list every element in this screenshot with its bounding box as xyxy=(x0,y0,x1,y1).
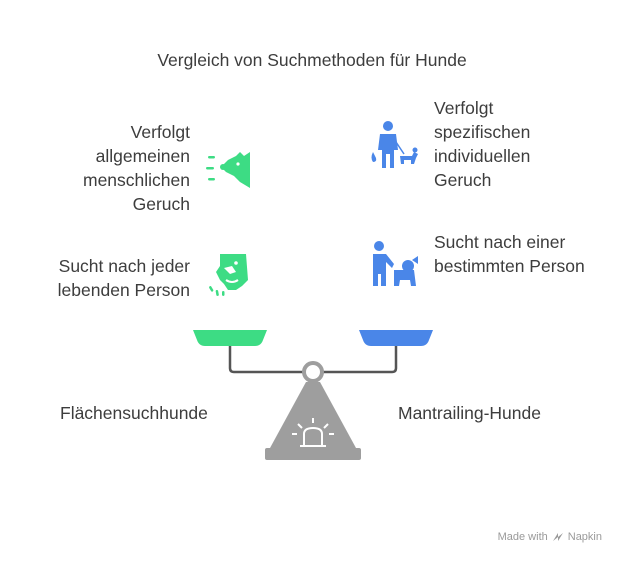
footer-brand: Napkin xyxy=(567,531,602,543)
dog-head-icon xyxy=(206,250,254,303)
napkin-logo-icon xyxy=(552,531,564,543)
left-item-2-text: Sucht nach jeder lebenden Person xyxy=(57,256,190,300)
right-pan xyxy=(359,330,433,346)
footer: Made with Napkin xyxy=(498,531,602,543)
right-item-1-text: Verfolgt spezifischen individuellen Geru… xyxy=(434,98,531,190)
footer-made-with: Made with xyxy=(497,531,548,543)
siren-icon xyxy=(292,418,334,447)
scale-foot xyxy=(265,448,361,460)
right-side-label: Mantrailing-Hunde xyxy=(398,403,541,423)
left-pan xyxy=(193,330,267,346)
left-item-1-text: Verfolgt allgemeinen menschlichen Geruch xyxy=(83,122,190,214)
left-side-label: Flächensuchhunde xyxy=(60,403,208,423)
scale-base xyxy=(270,382,356,448)
dog-sniffing-icon xyxy=(204,150,254,197)
diagram-title: Vergleich von Suchmethoden für Hunde xyxy=(157,50,467,70)
person-with-dog-icon xyxy=(368,120,420,175)
person-petting-dog-icon xyxy=(370,240,420,295)
right-item-2-text: Sucht nach einer bestimmten Person xyxy=(434,232,585,276)
pivot-ring xyxy=(302,361,324,383)
